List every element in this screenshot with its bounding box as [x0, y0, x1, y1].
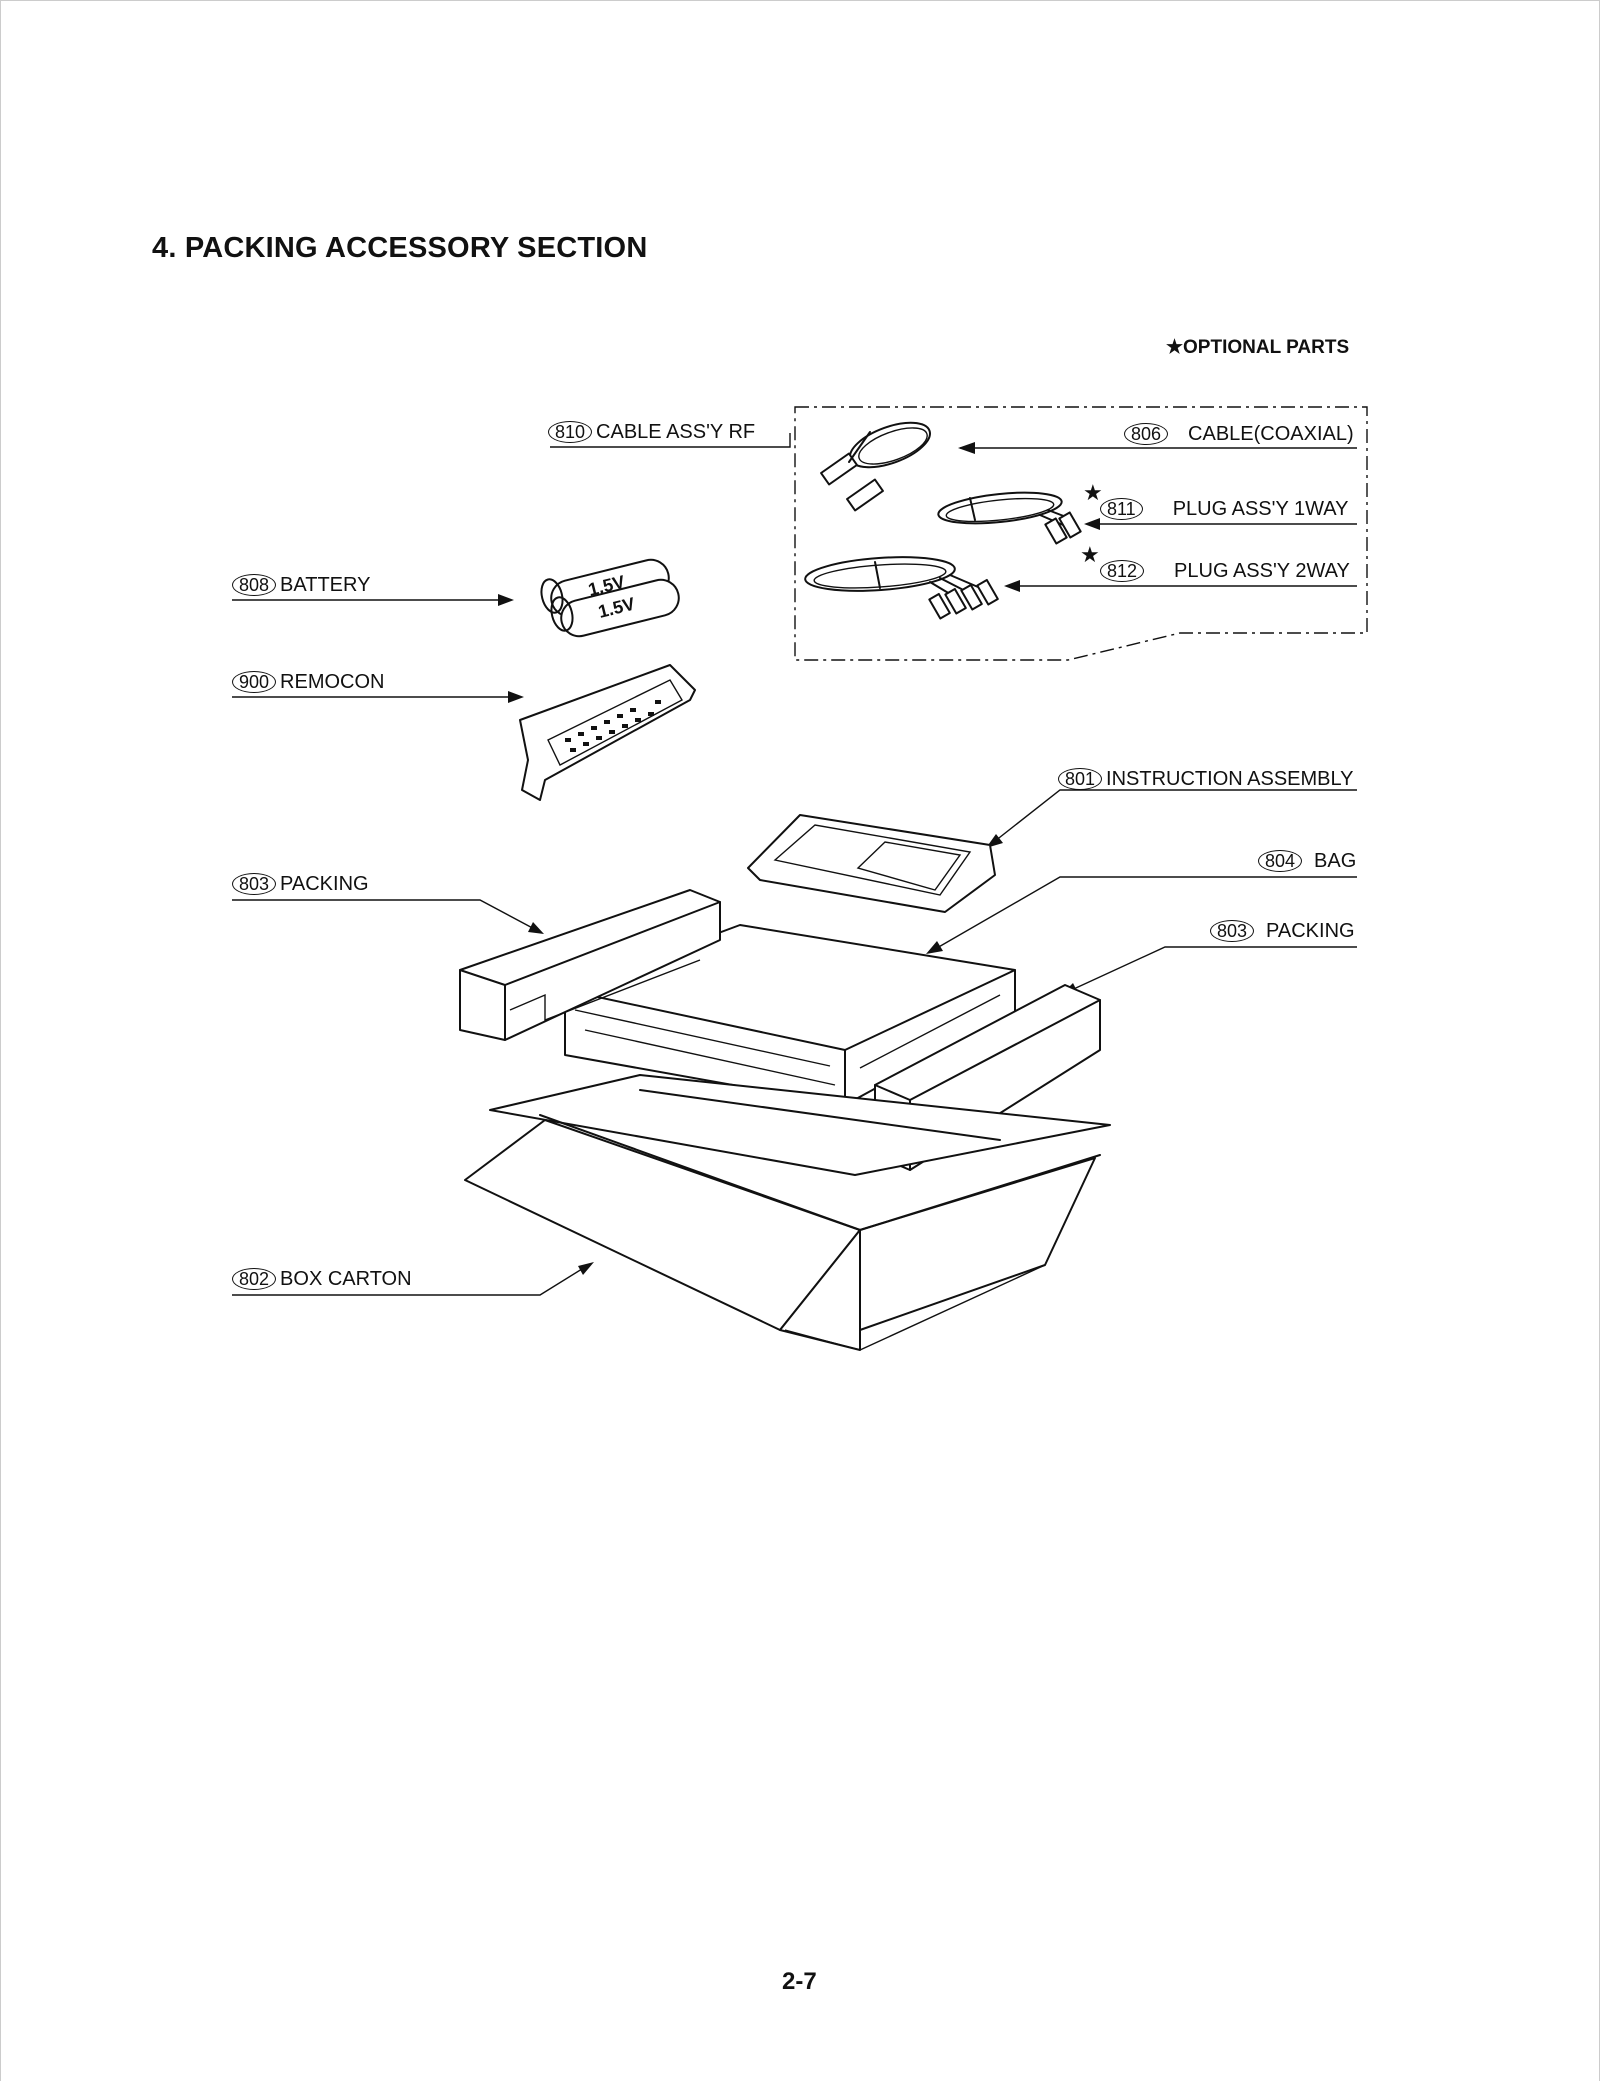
- part-number: 808: [232, 574, 277, 596]
- part-name: PLUG ASS'Y 1WAY: [1172, 498, 1349, 520]
- instruction-assembly-icon: [747, 814, 996, 913]
- part-label-806: 806 CABLE(COAXIAL): [1124, 423, 1354, 446]
- part-name: PACKING: [280, 873, 369, 895]
- section-title: 4. PACKING ACCESSORY SECTION: [152, 232, 648, 264]
- part-name: BATTERY: [280, 574, 371, 596]
- box-carton-icon: [464, 1074, 1111, 1351]
- left-packing-foam-icon: [459, 889, 721, 1041]
- part-label-811: 811 PLUG ASS'Y 1WAY: [1100, 498, 1348, 521]
- part-number: 811: [1100, 498, 1143, 520]
- part-number: 810: [548, 421, 593, 443]
- part-name: REMOCON: [280, 671, 385, 693]
- optional-parts-frame: [794, 406, 1368, 661]
- part-name: INSTRUCTION ASSEMBLY: [1106, 768, 1354, 790]
- part-name: CABLE ASS'Y RF: [596, 421, 756, 443]
- star-icon: ★: [1080, 543, 1100, 568]
- part-number: 812: [1100, 560, 1145, 582]
- page-number: 2-7: [782, 1968, 817, 1995]
- plug-1way-cable-icon: [937, 491, 1082, 545]
- coaxial-cable-icon: [820, 421, 931, 512]
- part-name: PACKING: [1266, 920, 1355, 942]
- part-label-803-right: 803 PACKING: [1210, 920, 1355, 943]
- star-icon: ★: [1083, 481, 1103, 506]
- part-label-812: 812 PLUG ASS'Y 2WAY: [1100, 560, 1350, 583]
- part-name: PLUG ASS'Y 2WAY: [1174, 560, 1350, 582]
- optional-parts-note: ★OPTIONAL PARTS: [1166, 337, 1350, 358]
- battery-icon: 1.5V 1.5V: [540, 558, 680, 638]
- plug-2way-cable-icon: [804, 556, 999, 620]
- part-name: BAG: [1314, 850, 1357, 872]
- part-label-804: 804 BAG: [1258, 850, 1356, 873]
- part-number: 801: [1058, 768, 1103, 790]
- part-name: CABLE(COAXIAL): [1188, 423, 1354, 445]
- part-number: 803: [1210, 920, 1255, 942]
- remote-control-icon: [519, 664, 696, 801]
- part-number: 806: [1124, 423, 1169, 445]
- part-number: 804: [1258, 850, 1303, 872]
- part-number: 900: [232, 671, 277, 693]
- part-name: BOX CARTON: [280, 1268, 412, 1290]
- main-unit-in-bag-icon: [564, 924, 1016, 1106]
- part-number: 802: [232, 1268, 277, 1290]
- part-number: 803: [232, 873, 277, 895]
